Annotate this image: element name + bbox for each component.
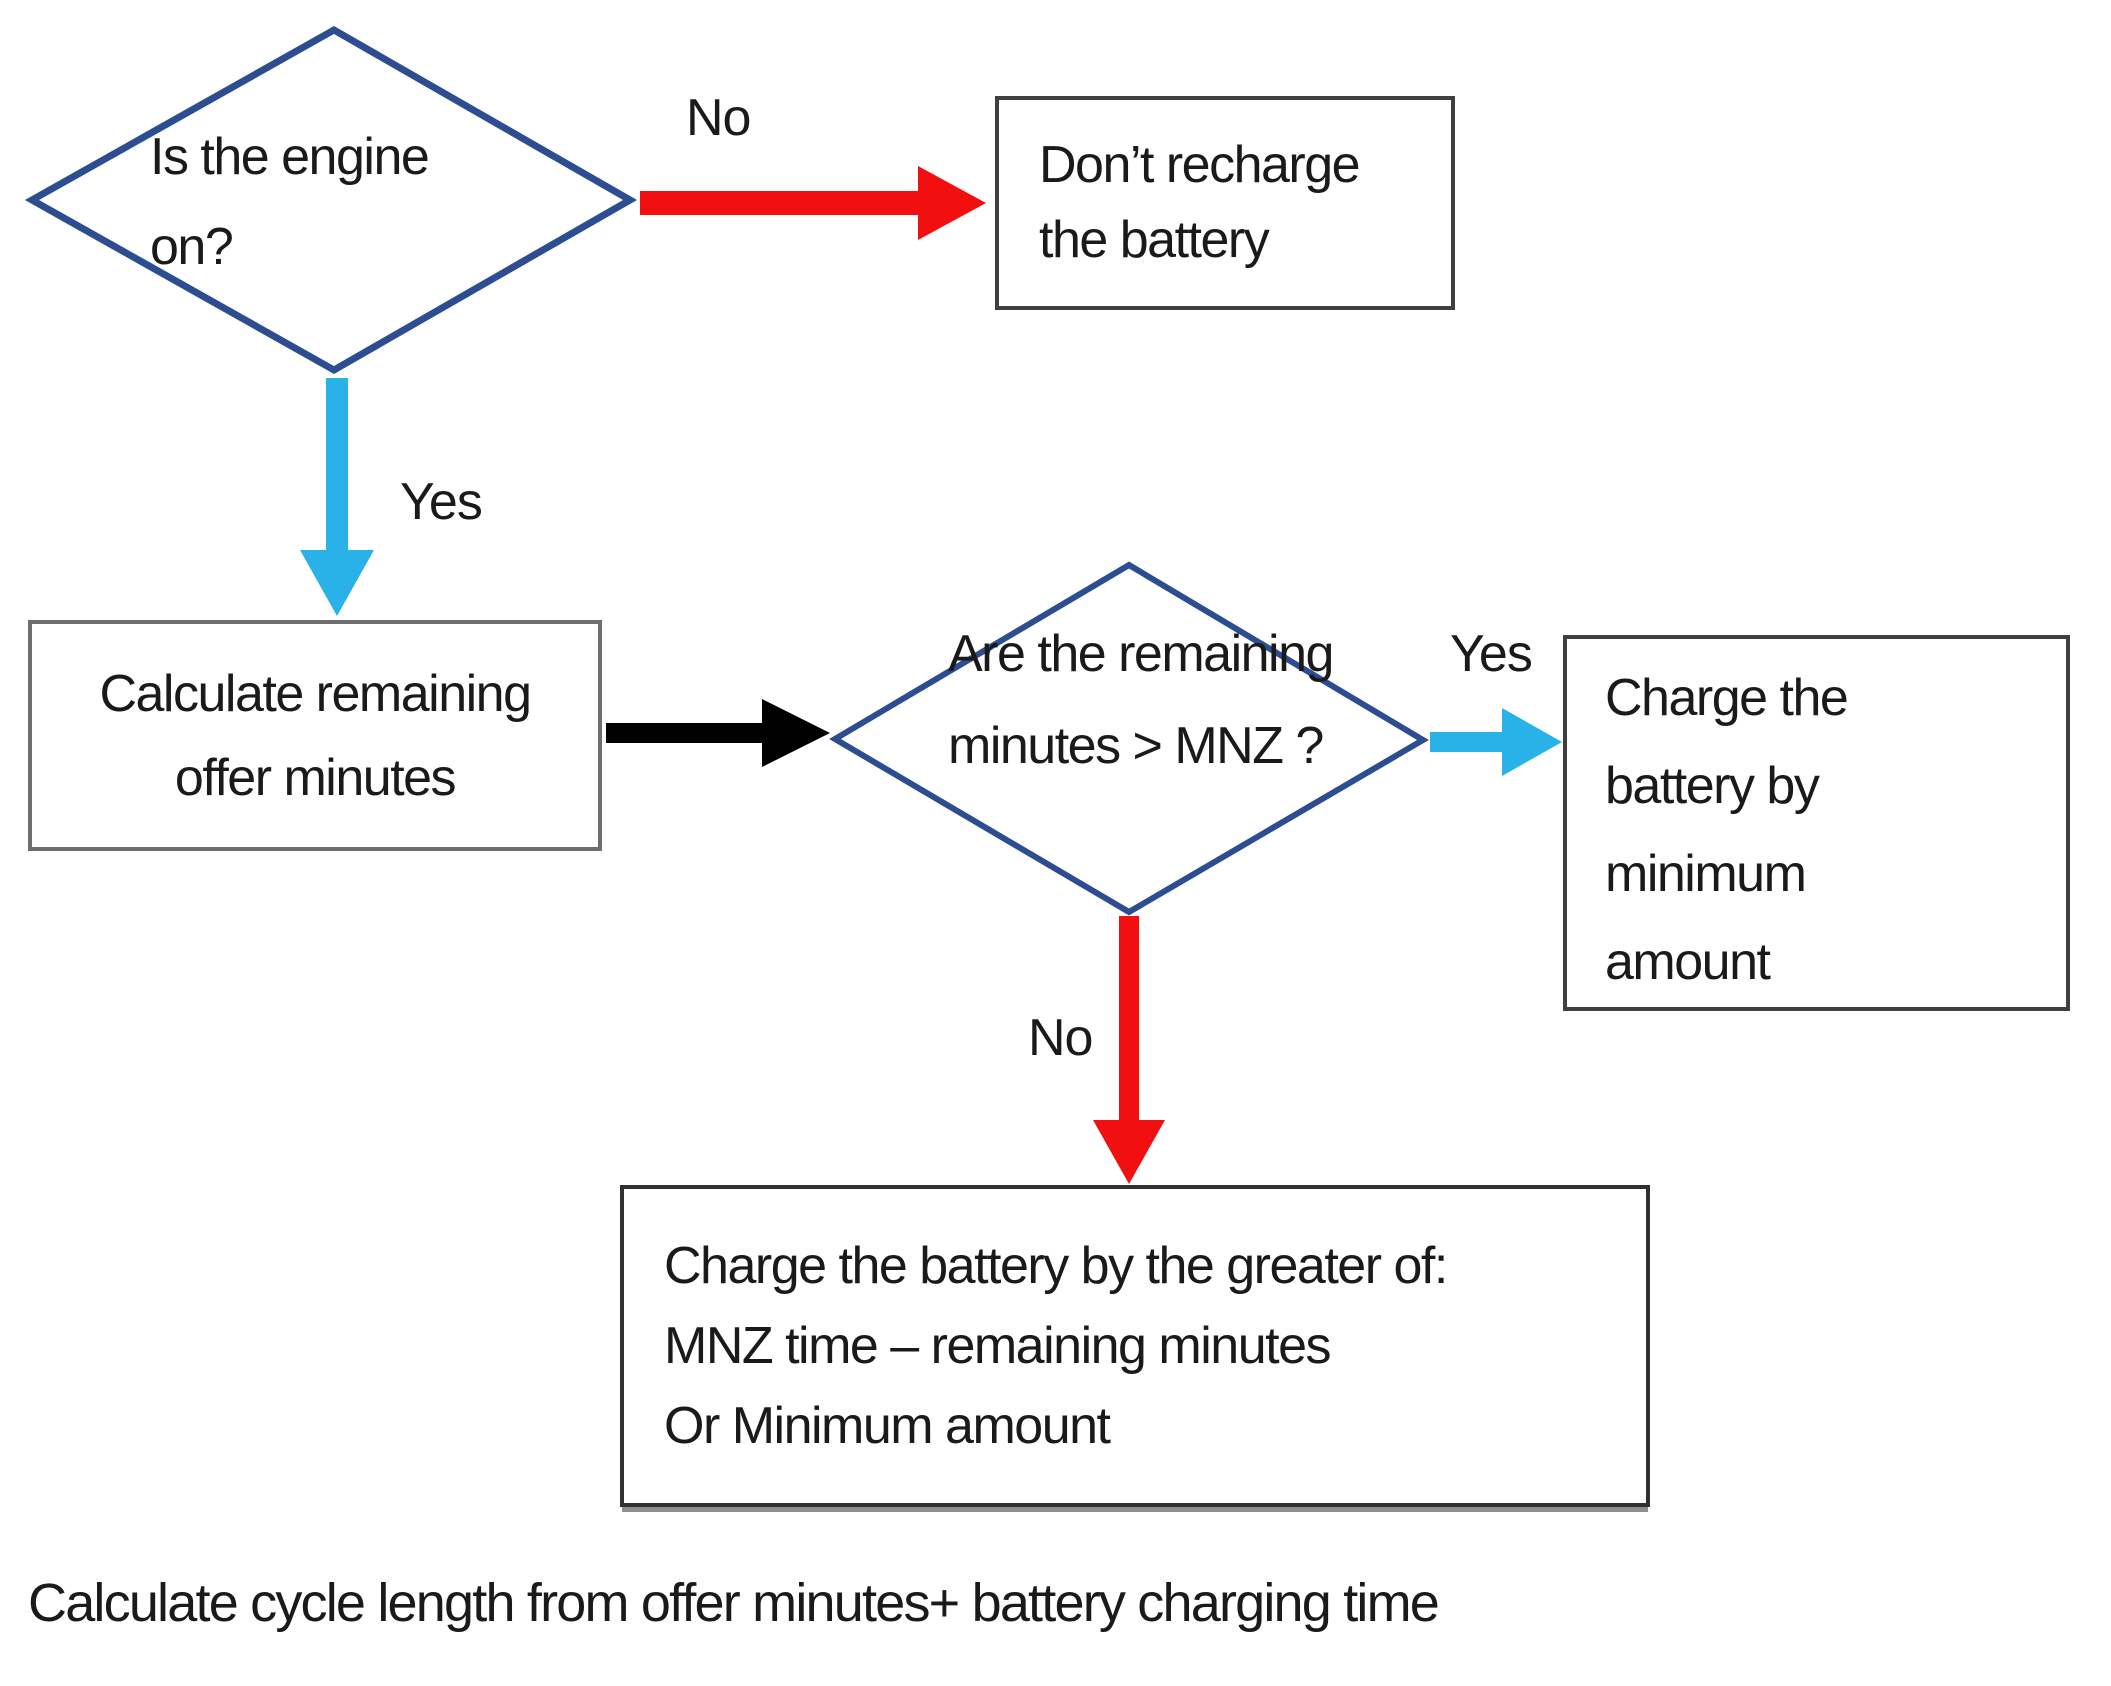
decision-engine-on-line1: Is the engine — [150, 128, 430, 186]
edge-label-no-engine: No — [686, 89, 751, 147]
calc-remaining-line2: offer minutes — [174, 748, 457, 807]
decision-engine-on-line2: on? — [150, 218, 234, 276]
process-box-charge-minimum: Charge the battery by minimum amount — [1563, 635, 2070, 1011]
charge-greater-line1: Charge the battery by the greater of: — [664, 1237, 1448, 1295]
decision-minutes-mnz-line2: minutes > MNZ ? — [948, 717, 1324, 775]
decision-diamond-engine-on-shape — [24, 25, 638, 375]
edge-label-yes-minutes: Yes — [1450, 625, 1533, 683]
dont-recharge-line2: the battery — [1039, 211, 1270, 269]
cycle-length-caption: Calculate cycle length from offer minute… — [28, 1573, 1440, 1633]
charge-minimum-line2: battery by — [1605, 757, 1820, 815]
process-box-calc-remaining: Calculate remaining offer minutes — [28, 620, 602, 851]
charge-greater-line3: Or Minimum amount — [664, 1397, 1111, 1455]
dont-recharge-line1: Don’t recharge — [1039, 136, 1361, 194]
decision-engine-on-label: Is the engine on? — [150, 112, 430, 292]
decision-minutes-mnz-line1: Are the remaining — [948, 625, 1334, 683]
charge-greater-line2: MNZ time – remaining minutes — [664, 1317, 1332, 1375]
charge-minimum-line3: minimum — [1605, 845, 1807, 903]
charge-minimum-line1: Charge the — [1605, 669, 1849, 727]
edge-label-yes-engine: Yes — [400, 473, 483, 531]
process-box-charge-greater: Charge the battery by the greater of: MN… — [620, 1185, 1650, 1507]
arrow-yes-to-calc-remaining-head — [300, 550, 374, 616]
decision-minutes-mnz-label: Are the remaining minutes > MNZ ? — [948, 608, 1334, 792]
edge-label-no-minutes: No — [1028, 1009, 1093, 1067]
arrow-no-to-charge-greater-head — [1093, 1120, 1165, 1184]
arrow-calc-to-decision-head — [762, 699, 830, 767]
decision-diamond-minutes-mnz-shape — [829, 561, 1429, 916]
arrow-yes-to-charge-min-head — [1502, 708, 1562, 776]
calc-remaining-line1: Calculate remaining — [99, 664, 532, 723]
arrow-no-to-dont-recharge-head — [918, 166, 986, 240]
charge-minimum-line4: amount — [1605, 933, 1771, 991]
process-box-dont-recharge: Don’t recharge the battery — [995, 96, 1455, 310]
